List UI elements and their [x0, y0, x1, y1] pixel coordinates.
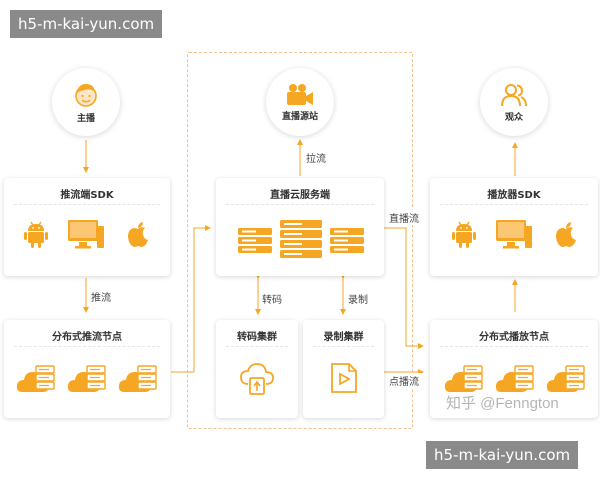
cloud-server-icon	[546, 365, 585, 392]
origin-node: 直播源站	[266, 68, 334, 136]
cloud-server-icon	[67, 365, 106, 392]
camera-icon	[287, 83, 313, 105]
apple-icon	[128, 222, 148, 247]
distributed-play-title: 分布式播放节点	[479, 332, 549, 343]
record-cluster-box: 录制集群	[303, 320, 384, 418]
edge-push-to-cloud	[171, 225, 211, 373]
edge-label-push: 推流	[89, 289, 113, 304]
person-icon	[75, 83, 97, 107]
server-rack-icon	[238, 220, 364, 258]
player-sdk-box: 播放器SDK	[430, 178, 598, 276]
users-icon	[501, 83, 527, 106]
record-cluster-title: 录制集群	[323, 332, 364, 343]
zhihu-credit: 知乎 @Fenngton	[446, 395, 559, 412]
viewer-node: 观众	[480, 68, 548, 136]
video-file-icon	[331, 363, 357, 393]
push-sdk-title: 推流端SDK	[60, 190, 114, 201]
cloud-region	[187, 52, 413, 429]
push-sdk-box: 推流端SDK	[4, 178, 170, 276]
cloud-server-icon	[495, 365, 534, 392]
monitor-icon	[496, 220, 532, 249]
anchor-node: 主播	[52, 68, 120, 136]
distributed-push-title: 分布式推流节点	[52, 332, 122, 343]
anchor-label: 主播	[76, 113, 95, 124]
cloud-server-icon	[16, 365, 55, 392]
distributed-play-box: 分布式播放节点	[430, 320, 598, 418]
origin-label: 直播源站	[281, 111, 318, 122]
cloud-server-icon	[444, 365, 483, 392]
monitor-icon	[68, 220, 104, 249]
android-icon	[24, 221, 48, 248]
watermark-bottom: h5-m-kai-yun.com	[426, 441, 579, 469]
edge-label-transcode: 转码	[260, 291, 284, 306]
android-icon	[452, 221, 476, 248]
player-sdk-title: 播放器SDK	[487, 190, 541, 201]
watermark-top: h5-m-kai-yun.com	[10, 10, 163, 38]
transcode-cluster-title: 转码集群	[237, 332, 277, 343]
distributed-push-box: 分布式推流节点	[4, 320, 170, 418]
transcode-cluster-box: 转码集群	[216, 320, 298, 418]
cloud-transcode-icon	[240, 363, 274, 395]
apple-icon	[556, 222, 576, 247]
viewer-label: 观众	[504, 112, 523, 123]
edge-label-record: 录制	[346, 291, 370, 306]
cloud-service-title: 直播云服务端	[270, 190, 330, 201]
cloud-service-box: 直播云服务端	[216, 178, 384, 276]
edge-label-live-stream: 直播流	[387, 210, 421, 225]
edge-label-vod-stream: 点播流	[387, 373, 421, 388]
edge-label-pull: 拉流	[304, 150, 328, 165]
edge-live-stream	[384, 227, 424, 349]
cloud-server-icon	[118, 365, 157, 392]
